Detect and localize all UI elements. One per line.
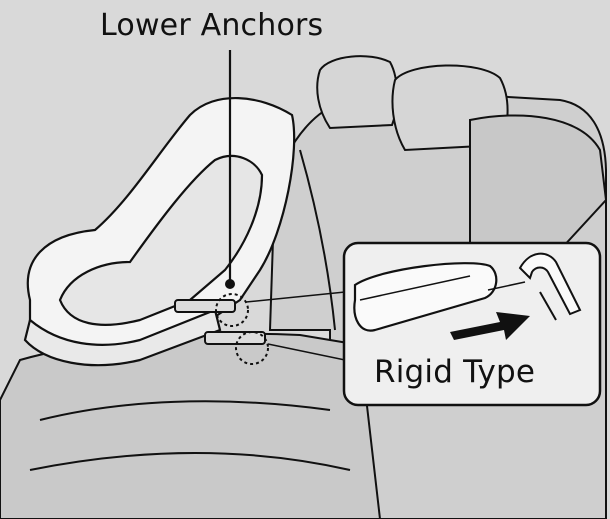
cushion-seam [39, 400, 331, 421]
direction-arrow [450, 312, 530, 340]
inset-callout [342, 241, 602, 407]
child-seat [23, 96, 296, 367]
connector-upper [245, 291, 346, 303]
rigid-type-label: Rigid Type [374, 354, 536, 390]
seat-cushion [0, 332, 382, 519]
headrest-center [316, 55, 398, 130]
latch-arms [174, 299, 266, 345]
inset-connector-lip [359, 275, 471, 301]
inset-anchor-bar-2 [539, 291, 557, 321]
inset-connector-bar [353, 262, 498, 332]
detail-circle-lower [235, 331, 269, 365]
backrest-seam [299, 149, 336, 331]
child-seat-inner [58, 154, 264, 326]
seat-side-bolster [469, 114, 608, 251]
child-seat-base [23, 308, 222, 367]
leader-dot [225, 279, 235, 289]
cushion-seam-2 [29, 452, 351, 471]
inset-link-line [487, 281, 526, 291]
detail-circle-upper [215, 293, 249, 327]
connector-lower [267, 343, 346, 361]
latch-arm-upper [174, 299, 236, 313]
inset-anchor-bar [518, 252, 582, 316]
lower-anchors-label: Lower Anchors [100, 8, 324, 43]
latch-arm-lower [204, 331, 266, 345]
